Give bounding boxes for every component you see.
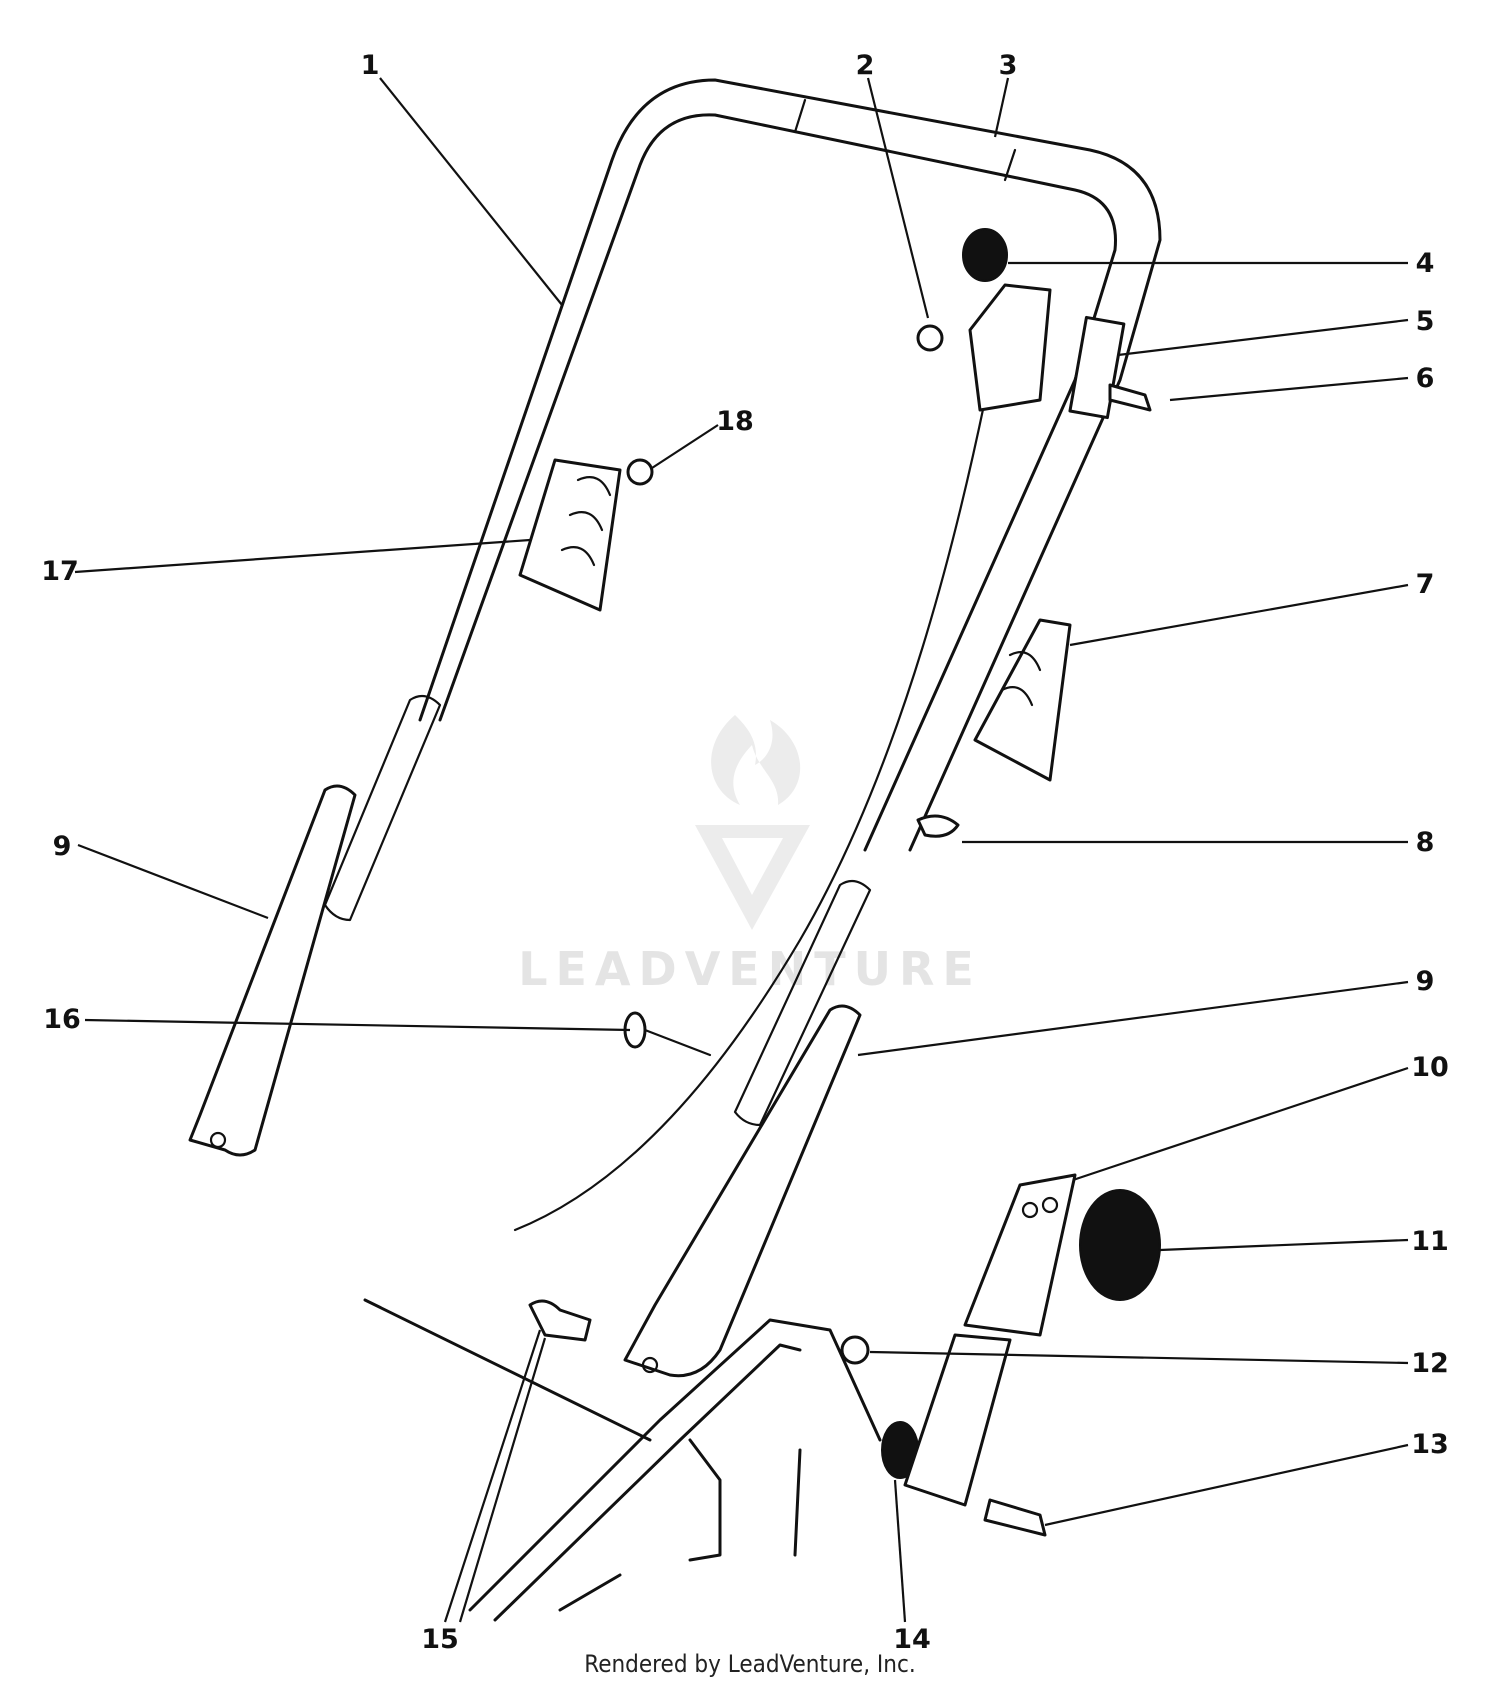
callout-6: 6: [1416, 363, 1435, 394]
callout-7: 7: [1416, 569, 1435, 600]
bolt-13: [983, 1498, 1047, 1537]
callout-2: 2: [856, 50, 875, 81]
callout-15: 15: [421, 1624, 459, 1655]
nut-12: [840, 1335, 870, 1365]
callout-16: 16: [43, 1004, 81, 1035]
callout-3: 3: [999, 50, 1018, 81]
bolt-15: [528, 1299, 592, 1342]
callout-8: 8: [1416, 827, 1435, 858]
height-bracket: [963, 1173, 1077, 1337]
callout-5: 5: [1416, 306, 1435, 337]
handle-knob: [1079, 1189, 1161, 1301]
callout-17: 17: [41, 556, 79, 587]
callout-1: 1: [361, 50, 380, 81]
lower-strap: [903, 1333, 1012, 1507]
lower-handle-right: [623, 1004, 862, 1378]
callout-12: 12: [1411, 1348, 1449, 1379]
leadventure-v-icon: [695, 825, 810, 930]
callout-4: 4: [1416, 248, 1435, 279]
upper-handle: [323, 78, 1162, 1127]
callout-10: 10: [1411, 1052, 1449, 1083]
credit-line: Rendered by LeadVenture, Inc.: [584, 1650, 916, 1678]
callout-9-right: 9: [1416, 966, 1435, 997]
leader-lines: [74, 77, 1409, 1623]
bolt-6: [1108, 383, 1152, 412]
throttle-cable: [513, 398, 987, 1232]
watermark: LEADVENTURE: [518, 715, 982, 996]
cable-clamp-8: [916, 814, 960, 838]
lower-handle-left: [188, 784, 357, 1157]
nut-2: [916, 324, 944, 352]
watermark-text: LEADVENTURE: [518, 942, 982, 996]
cable-guide-right: [973, 618, 1072, 782]
screw-18: [626, 458, 654, 486]
control-knob: [962, 228, 1008, 282]
carriage-bolt-16: [623, 1011, 712, 1057]
callout-18: 18: [716, 406, 754, 437]
callouts: 1 2 3 4 5 6 7 8 9 9 10 11 12 13 14 15 16…: [41, 50, 1449, 1655]
mower-deck-bracket: [363, 1298, 882, 1622]
callout-14: 14: [893, 1624, 931, 1655]
cable-guide-left: [518, 458, 622, 612]
leadventure-flame-icon: [711, 715, 801, 805]
throttle-control: [962, 228, 1126, 420]
callout-9-left: 9: [53, 831, 72, 862]
callout-13: 13: [1411, 1429, 1449, 1460]
callout-11: 11: [1411, 1226, 1449, 1257]
